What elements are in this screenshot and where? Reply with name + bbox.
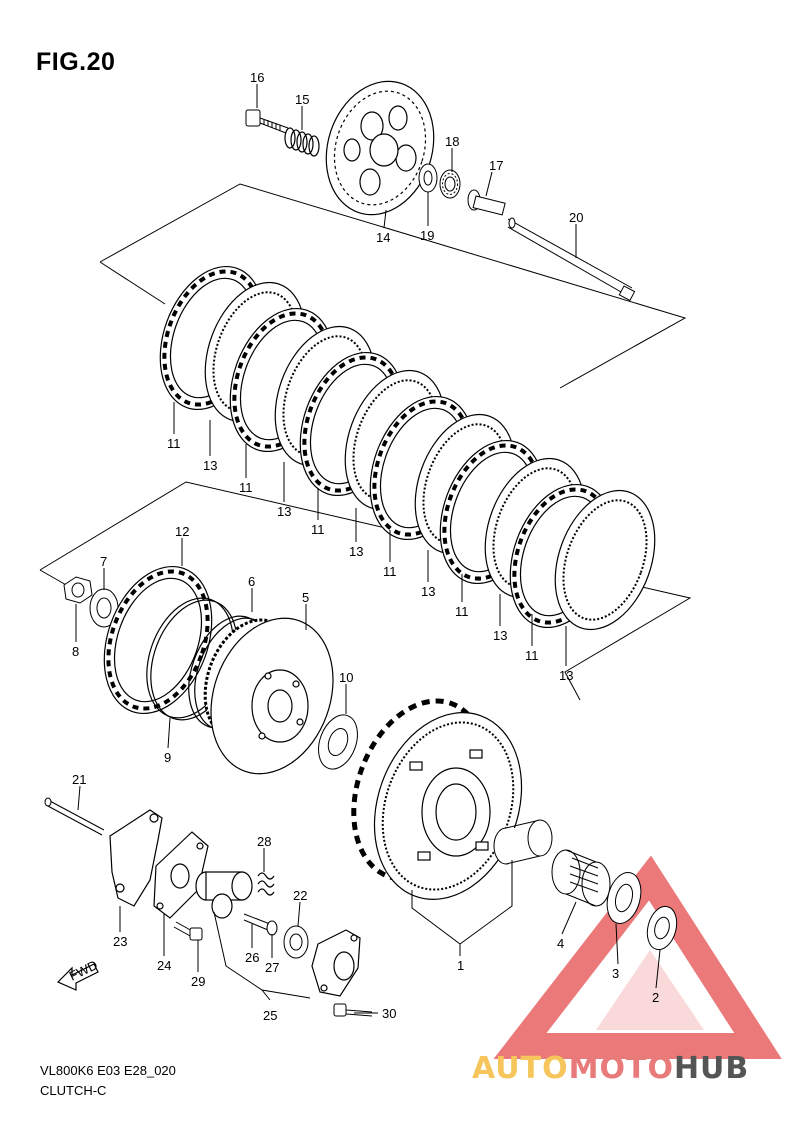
spring-28 bbox=[257, 872, 275, 896]
washer-3 bbox=[606, 872, 642, 924]
callout-11-f: 11 bbox=[525, 648, 539, 663]
clutch-housing-1 bbox=[351, 698, 523, 900]
pushrod-20 bbox=[507, 217, 636, 302]
spring-15 bbox=[284, 127, 320, 157]
group-bracket-1 bbox=[411, 860, 513, 956]
section-name: CLUTCH-C bbox=[40, 1083, 107, 1098]
callout-10: 10 bbox=[339, 670, 353, 685]
bolt-16 bbox=[245, 109, 289, 134]
callout-7: 7 bbox=[100, 554, 107, 569]
driven-plate-13-6 bbox=[554, 489, 656, 631]
washer-19 bbox=[418, 163, 438, 193]
callout-21: 21 bbox=[72, 772, 86, 787]
watermark-logo bbox=[493, 855, 782, 1059]
callout-20: 20 bbox=[569, 210, 583, 225]
callout-22: 22 bbox=[293, 888, 307, 903]
leader-lines bbox=[75, 84, 661, 1014]
gasket-24 bbox=[153, 831, 209, 919]
callout-11-c: 11 bbox=[311, 522, 325, 537]
pushrod-piece-17 bbox=[467, 189, 506, 216]
callout-15: 15 bbox=[295, 92, 309, 107]
screw-26 bbox=[243, 913, 278, 936]
callout-18: 18 bbox=[445, 134, 459, 149]
callout-13-e: 13 bbox=[493, 628, 507, 643]
callout-27: 27 bbox=[265, 960, 279, 975]
figure-title: FIG.20 bbox=[36, 48, 116, 76]
callout-5: 5 bbox=[302, 590, 309, 605]
callout-13-f: 13 bbox=[559, 668, 573, 683]
callout-8: 8 bbox=[72, 644, 79, 659]
sleeve-hub-5 bbox=[203, 617, 334, 775]
fwd-arrow-icon bbox=[56, 963, 99, 991]
callout-13-b: 13 bbox=[277, 504, 291, 519]
watermark-part-auto: AUTO bbox=[472, 1051, 569, 1086]
callout-29: 29 bbox=[191, 974, 205, 989]
washer-2 bbox=[646, 905, 678, 951]
callout-11-a: 11 bbox=[167, 436, 181, 451]
callout-19: 19 bbox=[420, 228, 434, 243]
bearing-18 bbox=[439, 169, 461, 199]
bracket-23 bbox=[109, 809, 163, 907]
callout-9: 9 bbox=[164, 750, 171, 765]
callout-13-d: 13 bbox=[421, 584, 435, 599]
callout-4: 4 bbox=[557, 936, 564, 951]
callout-17: 17 bbox=[489, 158, 503, 173]
callout-26: 26 bbox=[245, 950, 259, 965]
pressure-plate-14 bbox=[325, 80, 435, 216]
plate-stack bbox=[159, 265, 656, 631]
bolt-30 bbox=[333, 1003, 373, 1017]
watermark-text: AUTOMOTOHUB bbox=[472, 1051, 749, 1086]
callout-24: 24 bbox=[157, 958, 171, 973]
callout-1: 1 bbox=[457, 958, 464, 973]
callout-14: 14 bbox=[376, 230, 390, 245]
spacer-bush bbox=[493, 819, 553, 865]
callout-12: 12 bbox=[175, 524, 189, 539]
bolt-29 bbox=[173, 921, 203, 941]
callout-13-a: 13 bbox=[203, 458, 217, 473]
callout-11-e: 11 bbox=[455, 604, 469, 619]
group-bracket-25 bbox=[213, 911, 311, 1001]
watermark-part-moto: MOTO bbox=[568, 1051, 674, 1086]
callout-11-b: 11 bbox=[239, 480, 253, 495]
callout-11-d: 11 bbox=[383, 564, 397, 579]
callout-16: 16 bbox=[250, 70, 264, 85]
callout-labels: 16 15 18 17 20 14 19 11 13 11 13 11 13 1… bbox=[72, 70, 659, 1023]
callout-30: 30 bbox=[382, 1006, 396, 1021]
callout-13-c: 13 bbox=[349, 544, 363, 559]
washer-7 bbox=[89, 588, 119, 628]
oil-seal-22 bbox=[283, 925, 309, 959]
callout-28: 28 bbox=[257, 834, 271, 849]
watermark-part-hub: HUB bbox=[673, 1051, 750, 1086]
callout-6: 6 bbox=[248, 574, 255, 589]
model-code: VL800K6 E03 E28_020 bbox=[40, 1063, 176, 1078]
needle-bearing-4 bbox=[551, 849, 611, 907]
callout-2: 2 bbox=[652, 990, 659, 1005]
pin-21 bbox=[44, 797, 105, 836]
nut-8 bbox=[63, 576, 93, 604]
callout-3: 3 bbox=[612, 966, 619, 981]
plate-stack-frame bbox=[99, 183, 687, 389]
callout-25: 25 bbox=[263, 1008, 277, 1023]
callout-23: 23 bbox=[113, 934, 127, 949]
thrust-washer-10 bbox=[318, 714, 358, 770]
release-cam bbox=[195, 871, 253, 919]
release-arm-25 bbox=[311, 929, 361, 997]
